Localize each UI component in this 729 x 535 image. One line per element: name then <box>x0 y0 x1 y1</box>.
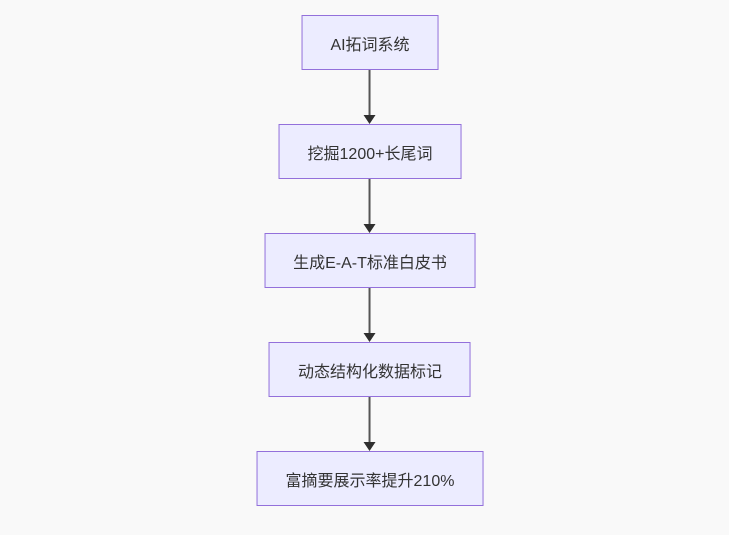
node-label: AI拓词系统 <box>330 36 410 54</box>
node-rich-snippet-rate-increase: 富摘要展示率提升210% <box>256 451 484 506</box>
arrow-down-icon <box>363 288 377 342</box>
edge-line <box>369 397 371 445</box>
node-label: 生成E-A-T标准白皮书 <box>293 254 447 272</box>
edge-line <box>369 288 371 336</box>
node-dynamic-structured-data-markup: 动态结构化数据标记 <box>268 342 471 397</box>
edge-line <box>369 70 371 118</box>
node-longtail-keyword-mining: 挖掘1200+长尾词 <box>278 124 462 179</box>
arrow-down-icon <box>363 179 377 233</box>
flowchart-column: AI拓词系统 挖掘1200+长尾词 生成E-A-T标准白皮书 动态结构化数据标记 <box>256 15 484 506</box>
edge-arrowhead <box>364 333 376 342</box>
node-label: 动态结构化数据标记 <box>297 363 442 381</box>
edge-line <box>369 179 371 227</box>
node-label: 富摘要展示率提升210% <box>285 472 455 490</box>
arrow-down-icon <box>363 397 377 451</box>
edge-arrowhead <box>364 115 376 124</box>
edge-arrowhead <box>364 224 376 233</box>
node-eat-standard-whitepaper: 生成E-A-T标准白皮书 <box>264 233 476 288</box>
node-label: 挖掘1200+长尾词 <box>307 145 433 163</box>
node-ai-word-expansion-system: AI拓词系统 <box>301 15 439 70</box>
edge-arrowhead <box>364 442 376 451</box>
arrow-down-icon <box>363 70 377 124</box>
